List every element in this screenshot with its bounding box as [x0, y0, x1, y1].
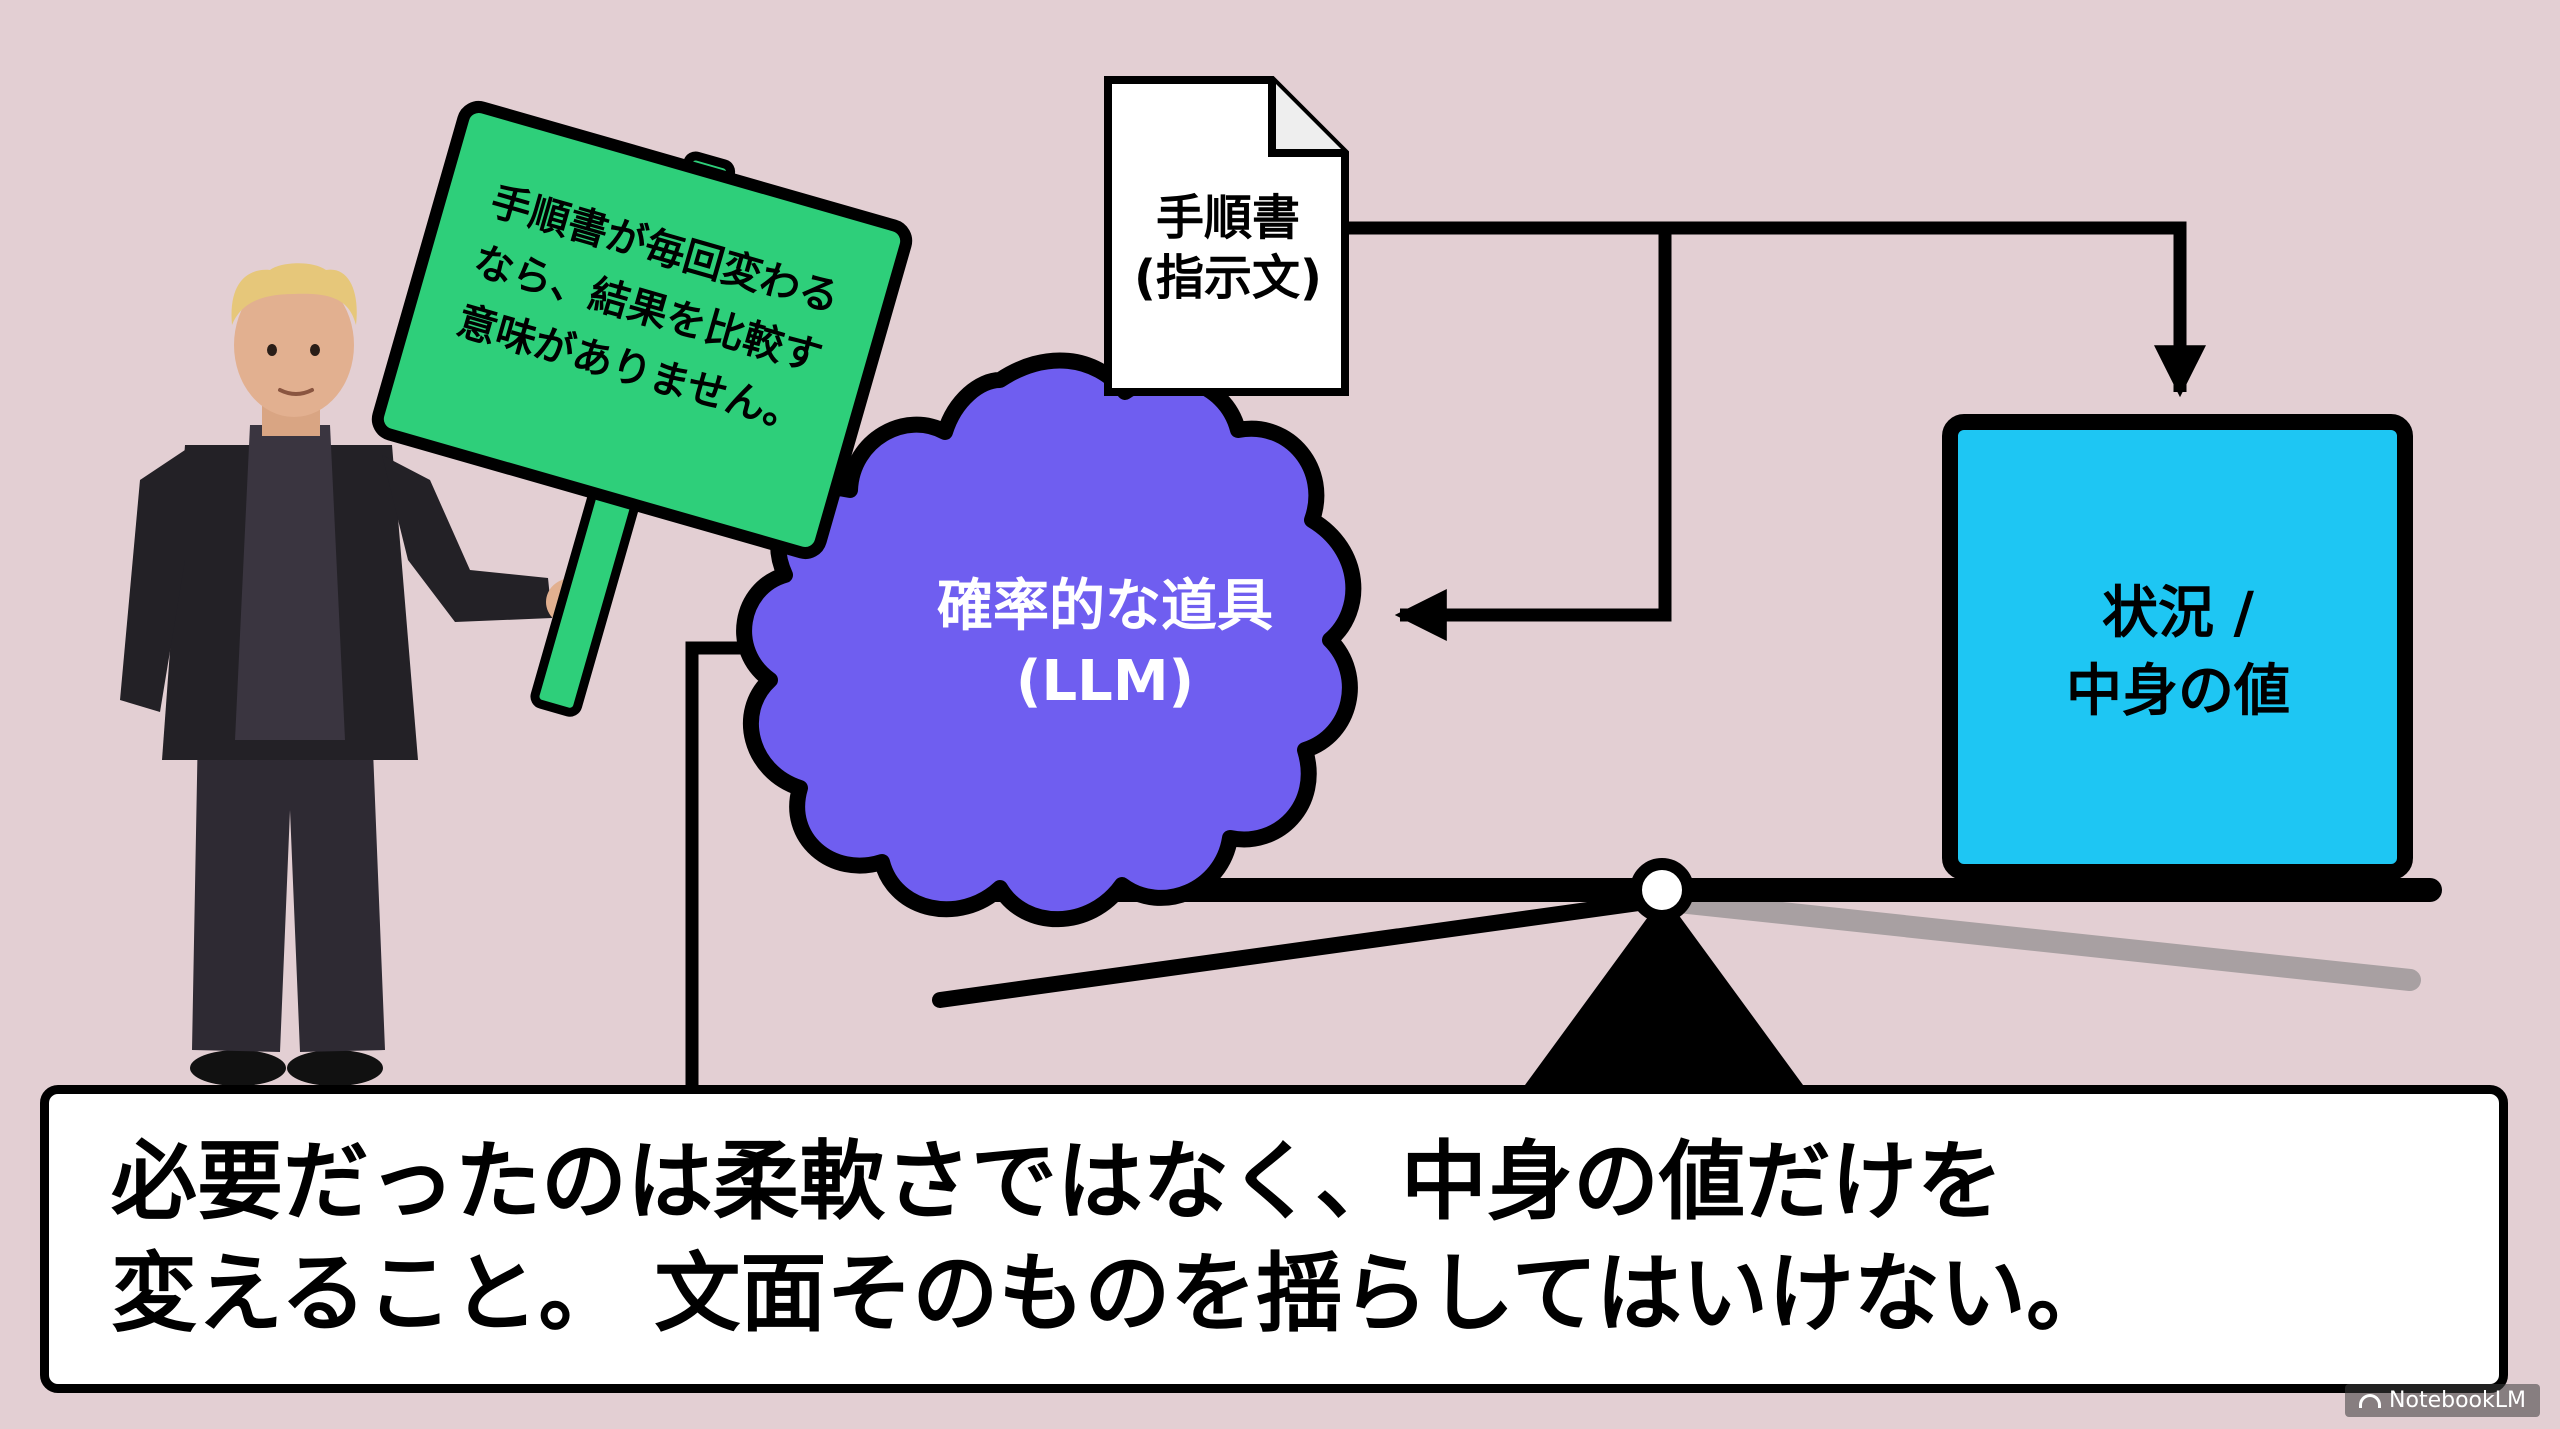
document-sheet: [1104, 76, 1349, 396]
caption-box: 必要だったのは柔軟さではなく、中身の値だけを 変えること。 文面そのものを揺らし…: [40, 1085, 2508, 1393]
scale-beam-shadow: [1649, 889, 2421, 991]
state-box-line2: 中身の値: [2066, 659, 2290, 724]
llm-label-line1: 確率的な道具: [937, 574, 1273, 639]
scale-pivot: [1630, 858, 1694, 922]
protest-sign: 手順書が毎回変わる なら、結果を比較す 意味がありません。: [371, 100, 913, 717]
sign-board: 手順書が毎回変わる なら、結果を比較す 意味がありません。: [371, 100, 913, 560]
notebooklm-watermark: NotebookLM: [2345, 1384, 2540, 1417]
connector-instructions-to-llm: [1394, 228, 1672, 641]
scale-fulcrum: [1525, 895, 1803, 1085]
connector-document-to-state: [1345, 221, 2206, 398]
caption-line-1: 必要だったのは柔軟さではなく、中身の値だけを: [111, 1132, 2003, 1232]
llm-label-line2: (LLM): [1016, 649, 1194, 714]
document-fold: [1268, 80, 1345, 157]
document-label-line2: (指示文): [1134, 250, 1322, 306]
state-value-box: 状況 / 中身の値: [1942, 414, 2413, 880]
instruction-document: 手順書 (指示文): [1104, 76, 1349, 396]
document-label-line1: 手順書: [1156, 190, 1300, 246]
state-box-line1: 状況 /: [2102, 581, 2254, 646]
notebooklm-logo-icon: [2359, 1393, 2382, 1408]
presenter-character: [120, 263, 598, 1086]
scale-beam-tilted: [932, 892, 1668, 1008]
caption-line-2: 変えること。 文面そのものを揺らしてはいけない。: [111, 1244, 2113, 1344]
watermark-label: NotebookLM: [2389, 1388, 2526, 1413]
